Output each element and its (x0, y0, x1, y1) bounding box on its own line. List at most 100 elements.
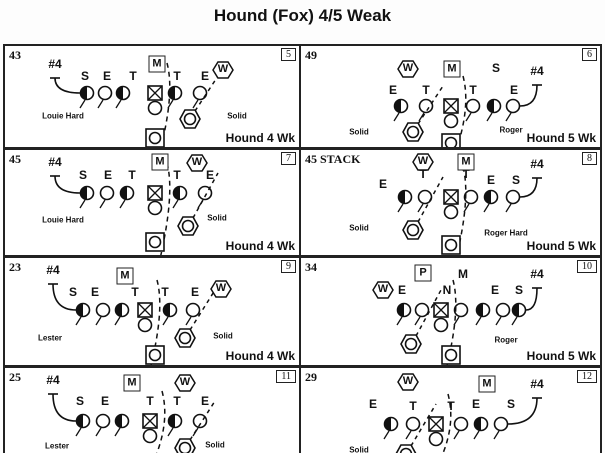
formation-drawing (50, 162, 219, 255)
play-number: 43 (9, 48, 21, 62)
block-route (97, 99, 104, 109)
block-route (192, 99, 199, 109)
linebacker-hexagon: W (397, 373, 419, 391)
block-route (414, 316, 421, 326)
coverage-route (192, 172, 219, 219)
coverage-label: Roger (499, 125, 523, 135)
safety-hexagon (402, 122, 424, 142)
safety-box (441, 133, 461, 147)
block-route (114, 316, 121, 326)
coverage-label: Solid (349, 127, 369, 137)
coverage-label: Solid (207, 213, 227, 223)
block-route (505, 112, 512, 122)
play-number: 34 (305, 260, 317, 274)
safety-hexagon (402, 220, 424, 240)
block-route (418, 112, 425, 122)
motion-tag: #4 (530, 267, 544, 281)
linebacker-label: W (191, 156, 203, 168)
linebacker-box: M (148, 55, 166, 73)
defender-letter: E (471, 397, 481, 411)
player-marker (95, 302, 111, 318)
quarterback-marker (443, 113, 459, 129)
block-route (405, 430, 412, 440)
safety-hexagon (174, 438, 196, 453)
block-route (393, 112, 400, 122)
motion-tag: #4 (530, 377, 544, 391)
defender-letter: S (78, 168, 88, 182)
front-caption: Hound 4 Wk (225, 349, 295, 363)
defender-letter: E (205, 168, 215, 182)
defender-letter: S (491, 61, 501, 75)
motion-tag: #4 (530, 64, 544, 78)
defender-letter: E (100, 394, 110, 408)
player-marker (505, 98, 521, 114)
block-route (397, 203, 404, 213)
player-marker (97, 85, 113, 101)
block-route (505, 203, 512, 213)
block-route (79, 199, 86, 209)
coverage-route (410, 403, 437, 447)
motion-tag: #4 (530, 157, 544, 171)
defender-letter: E (368, 397, 378, 411)
motion-route (52, 393, 77, 422)
motion-route (525, 287, 538, 311)
page-number: 8 (582, 152, 597, 165)
defender-letter: T (173, 394, 181, 408)
page-number: 9 (281, 260, 296, 273)
player-shading (80, 86, 87, 100)
page-number: 10 (577, 260, 597, 273)
defender-letter: S (506, 397, 516, 411)
blitz-route (150, 279, 161, 365)
safety-marker (444, 238, 458, 252)
defender-letter: T (462, 167, 470, 181)
page-number: 11 (276, 370, 296, 383)
quarterback-marker (147, 200, 163, 216)
safety-marker (148, 348, 162, 362)
page-number: 6 (582, 48, 597, 61)
coverage-label: Lester (37, 333, 63, 343)
center-x-mark (433, 302, 449, 318)
front-caption: Hound 4 Wk (225, 131, 295, 145)
block-route (115, 99, 122, 109)
defender-letter: T (131, 285, 139, 299)
linebacker-label: W (217, 63, 229, 75)
block-route (99, 199, 106, 209)
defender-letter: T (173, 168, 181, 182)
player-marker (99, 185, 115, 201)
safety-marker (183, 112, 197, 126)
safety-marker (178, 331, 192, 345)
player-shading (474, 417, 481, 431)
quarterback-marker (142, 428, 158, 444)
defender-letter: E (388, 83, 398, 97)
formation-drawing (48, 390, 216, 453)
formation-drawing (393, 75, 542, 147)
player-marker (453, 416, 469, 432)
linebacker-label: W (377, 283, 389, 295)
player-shading (168, 414, 175, 428)
player-shading (476, 303, 483, 317)
player-shading (80, 186, 87, 200)
defender-letter: T (469, 83, 477, 97)
linebacker-label: W (417, 155, 429, 167)
blitz-route (156, 390, 166, 453)
coverage-label: Roger (494, 335, 518, 345)
block-route (483, 203, 490, 213)
block-route (75, 316, 82, 326)
play-number: 45 STACK (305, 152, 361, 166)
player-marker (465, 98, 481, 114)
quarterback-marker (428, 431, 444, 447)
linebacker-hexagon: W (186, 154, 208, 172)
safety-marker (444, 348, 458, 362)
player-marker (185, 302, 201, 318)
defender-letter: E (397, 283, 407, 297)
play-number: 49 (305, 48, 317, 62)
block-route (463, 203, 470, 213)
